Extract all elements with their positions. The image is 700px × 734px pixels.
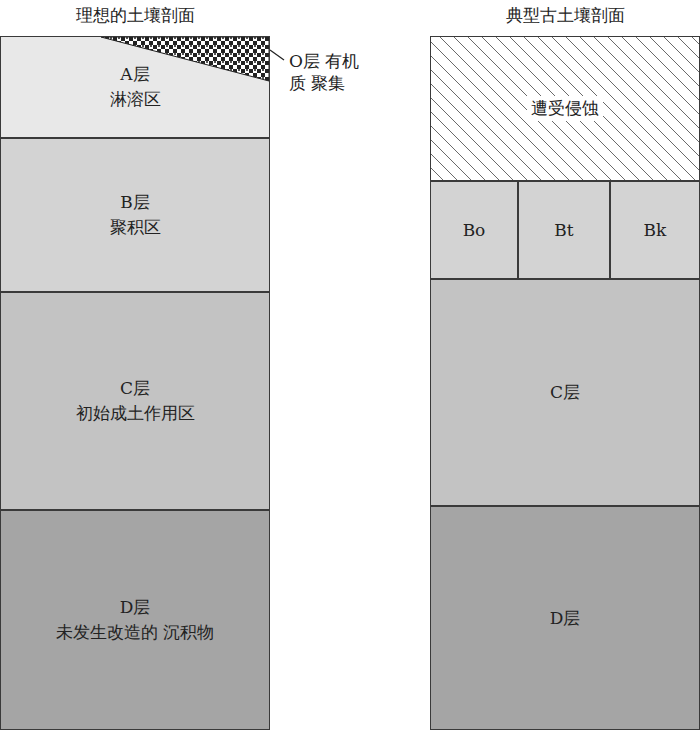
horizon-name: 遭受侵蚀 <box>527 96 603 121</box>
soil-horizon: D层未发生改造的 沉积物 <box>0 510 270 730</box>
eroded-zone: 遭受侵蚀 <box>430 36 700 181</box>
horizon-description: 初始成土作用区 <box>76 401 195 426</box>
horizon-description: 淋溶区 <box>110 87 161 112</box>
horizon-description: 聚积区 <box>110 215 161 240</box>
horizon-name: D层 <box>550 606 581 631</box>
o-layer-wedge <box>1 37 269 137</box>
soil-horizon: C层 <box>430 279 700 506</box>
horizon-name: D层 <box>120 595 151 620</box>
horizon-name: B层 <box>120 190 150 215</box>
horizon-name: Bk <box>644 218 667 243</box>
horizon-description: 未发生改造的 沉积物 <box>56 620 214 645</box>
horizon-name: Bt <box>554 218 573 243</box>
horizon-name: Bo <box>463 218 486 243</box>
leader-line <box>270 50 284 60</box>
soil-horizon: C层初始成土作用区 <box>0 292 270 510</box>
column-heading: 典型古土壤剖面 <box>430 4 700 26</box>
soil-horizon: D层 <box>430 506 700 730</box>
horizon-name: C层 <box>550 380 580 405</box>
soil-horizon: B层聚积区 <box>0 138 270 292</box>
horizon-name: C层 <box>120 376 150 401</box>
b-horizon-box: Bt <box>518 181 610 279</box>
b-horizon-box: Bk <box>610 181 700 279</box>
horizon-name: A层 <box>120 62 149 87</box>
callout-label: O层 有机质 聚集 <box>289 50 361 94</box>
soil-horizon: A层淋溶区 <box>0 36 270 138</box>
column-heading: 理想的土壤剖面 <box>0 4 270 26</box>
b-horizon-box: Bo <box>430 181 518 279</box>
